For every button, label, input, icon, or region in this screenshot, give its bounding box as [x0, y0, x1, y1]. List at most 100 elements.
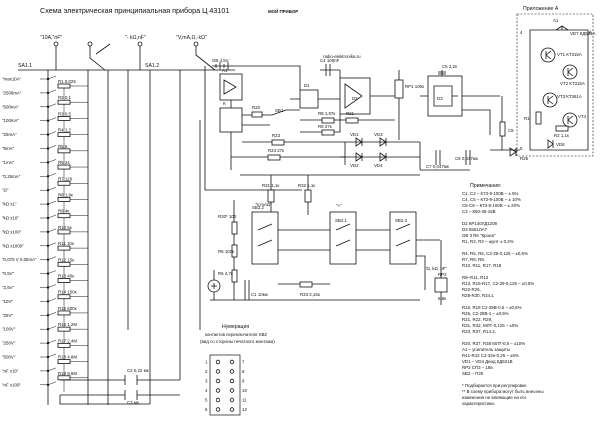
d3-label: D3 [437, 96, 443, 101]
note-line: R28-R30, R34.1 [462, 293, 494, 298]
switch-label-kohm: "- kΩ,nF" [125, 35, 146, 41]
appendix-r1-label: R1 [524, 116, 530, 121]
c3-label: C3 мк [127, 400, 139, 405]
r8b-label: R8 1,97к [318, 111, 335, 116]
switch-sa12-label: SA1.2 [145, 63, 159, 69]
connector-pin-number: 3 [205, 379, 208, 384]
vt3-label: VT3 КТ361А [557, 94, 582, 99]
c5-label: C5 2,2n [442, 64, 458, 69]
note-line: C4, C5 – К73-9-100В – ± 10% [462, 197, 521, 202]
note-line: GB 3 R6 "Крона" [462, 233, 496, 238]
appendix-r2-label: R2 1,1к [554, 133, 569, 138]
connector-pin-number: 8 [242, 369, 245, 374]
c8-label: C8 [508, 128, 514, 133]
chain-resistor-label: R3 0,5 [58, 111, 71, 116]
gb-label: GB 4,5V [212, 58, 229, 63]
sb2-3-block [389, 211, 417, 265]
chain-resistor [57, 342, 71, 348]
chain-resistor [57, 326, 71, 332]
rp2-value: 6,8к [438, 296, 446, 301]
note-line: характеристики. [462, 401, 495, 406]
note-line: R21, R22, R29, [462, 317, 492, 322]
connector-pin [215, 359, 221, 365]
note-line: R13, R15-R17, C2-29-0,125 – ±0,5% [462, 281, 534, 286]
vd3-label: VD3 [374, 132, 383, 137]
chain-resistor-label: R18 4,8М [58, 355, 77, 360]
note-line: * Подбирается при регулировке [462, 383, 527, 388]
range-label: "5mA" [2, 146, 15, 151]
chain-resistor-label: R1 0,025 [58, 79, 76, 84]
chain-resistor [57, 278, 71, 283]
connector-pin-number: 9 [242, 379, 245, 384]
range-label: "kΩ x100" [2, 229, 22, 234]
c2-label: C2 0,22 мк [127, 368, 149, 373]
r25-label: R25 [520, 156, 529, 161]
rp1-label: RP1 100к [405, 84, 424, 89]
vd7-label: VD7 КД521А [570, 31, 596, 36]
vt4-label: VT4 [578, 114, 587, 119]
range-label: "max10A" [2, 77, 22, 82]
switch-label-vma: "V,mA,Ω,·kΩ" [176, 35, 207, 41]
chain-resistor-label: R2 0,1 [58, 95, 71, 100]
note-line: C1, C2 – К73-9-100В – ± 5% [462, 191, 519, 196]
connector-title: Нумерация [222, 324, 249, 330]
note-line: R9–R11, R12 [462, 275, 489, 280]
vt2-label: VT2 КТ315А [560, 81, 585, 86]
site-watermark: radio-elektronika.ru [323, 54, 361, 59]
range-label: "0,5V" [2, 271, 15, 276]
range-label: "100V" [2, 327, 16, 332]
connector-pin [229, 359, 235, 365]
note-line: RP2 СП3 – 19а [462, 365, 493, 370]
range-label: "2,5V" [2, 285, 15, 290]
note-line: R26, C2-29В-1 – ±0,5% [462, 311, 509, 316]
left-bus-wires [47, 70, 201, 405]
source-tag: МОЙ ПРИБОР [268, 9, 298, 14]
note-line: C6-C8 – К73-9-100В – ± 20% [462, 203, 520, 208]
note-line: R31, R32, МЛТ-0,125 – ±5% [462, 323, 518, 328]
battery-and-amplifier: GB 4,5V A1 K R20 SB1 R23 R24 27к [204, 58, 345, 191]
switch-sa11-label: SA1.1 [18, 63, 32, 69]
range-label: "250V" [2, 341, 16, 346]
chain-resistor [57, 197, 71, 202]
range-label: "25mA" [2, 132, 17, 137]
r24-label: R24 27к [268, 148, 284, 153]
range-label: "100mA" [2, 118, 19, 123]
c6-label: C6 0,047мк [455, 156, 478, 161]
chain-resistor [57, 213, 71, 219]
sb2-1-label: SB2.1 [335, 218, 348, 223]
sb2-switch-section: R31 1,1к R32 1,1к SB2.2 "V,mAΩ" SB2.1 "≈… [207, 174, 448, 305]
note-line: ** В схему прибора могут быть внесены [462, 389, 543, 394]
chain-resistor-label: R14 150к [58, 290, 77, 295]
chain-resistor-label: R16 1,2М [58, 322, 77, 327]
connector-pin-number: 2 [205, 369, 208, 374]
note-line: D2 КР140УД1208 [462, 221, 498, 226]
range-label: "2500mA" [2, 90, 22, 95]
appendix-a-schematic: A1 VD7 КД521А VT1 КТ315А VT2 КТ315А VT3 … [516, 13, 596, 157]
connector-pin-number: 4 [205, 388, 208, 393]
chain-resistor-label: R17 2,4М [58, 338, 77, 343]
connector-pin-number: 10 [242, 388, 247, 393]
note-line: R15, R18 C2-29В-0,5 – ±0,5% [462, 305, 522, 310]
d1-block [299, 89, 319, 109]
vd8-label: VD8 [556, 142, 565, 147]
connector-pin [229, 397, 235, 403]
sb2-1-block [329, 211, 357, 265]
chain-resistor-label: R13 40к [58, 274, 74, 279]
connector-pin [229, 388, 235, 393]
chain-resistor-label: R6 24 [58, 160, 70, 165]
range-label: "nF x100" [2, 382, 21, 387]
chain-resistor [57, 99, 71, 105]
c4-label: C4 100nF [320, 58, 340, 63]
connector-pin [215, 407, 221, 412]
chain-resistor [57, 83, 71, 89]
output-label: "Ω, kΩ, nF" [425, 266, 447, 271]
note-line: R10, R11, R17, R18 [462, 263, 502, 268]
vd1-label: VD1 [350, 132, 359, 137]
input-terminals [18, 41, 235, 71]
range-label: "10V" [2, 299, 13, 304]
chain-resistor-label: R19 9,6М [58, 371, 77, 376]
range-label: "1mA" [2, 160, 15, 165]
chain-resistor [57, 116, 71, 121]
r21-label: R21 [346, 111, 355, 116]
note-line: SB2 – П2К [462, 371, 484, 376]
